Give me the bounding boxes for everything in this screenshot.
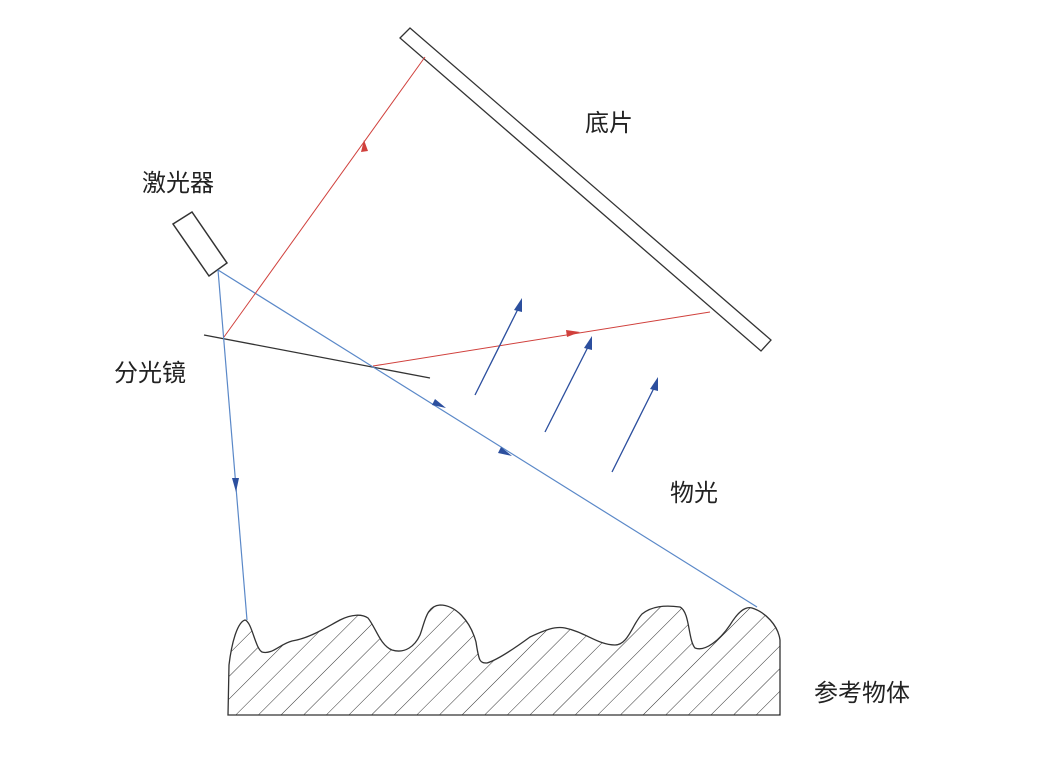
- reference-beam-to-film: [223, 56, 426, 338]
- beam-splitter-label: 分光镜: [114, 359, 186, 387]
- laser-to-splitter-beam: [217, 269, 758, 608]
- film-label: 底片: [585, 109, 633, 137]
- film-plate: [399, 27, 772, 352]
- laser-label: 激光器: [142, 169, 214, 197]
- laser-to-object-beam: [217, 269, 248, 621]
- red-arrowhead-icon: [361, 140, 368, 152]
- object-light-arrows: [474, 298, 658, 473]
- beam-splitter: [203, 334, 431, 379]
- red-arrowhead-icon: [566, 330, 580, 337]
- reference-object-label: 参考物体: [814, 679, 910, 707]
- object-light-label: 物光: [670, 479, 718, 507]
- reference-object: [227, 604, 781, 716]
- blue-arrowhead-icon: [232, 478, 239, 492]
- object-beam-to-film: [372, 311, 711, 367]
- laser-device: [171, 210, 229, 278]
- blue-arrowhead-icon: [432, 399, 446, 408]
- blue-arrowhead-icon: [498, 447, 512, 456]
